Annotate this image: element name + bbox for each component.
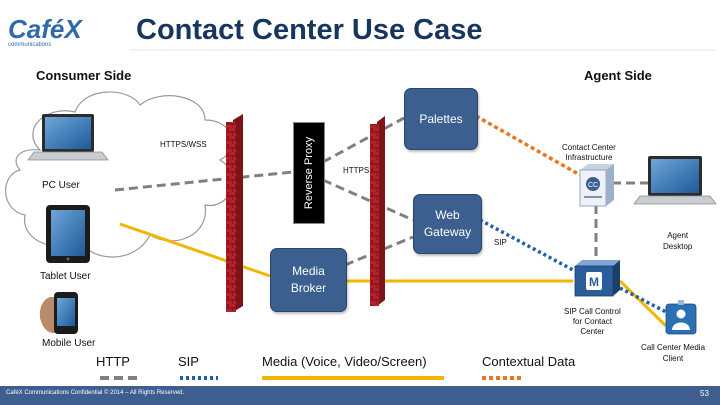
agent-side-heading: Agent Side [584, 68, 652, 83]
media-link-tablet-to-broker [119, 222, 271, 278]
cc-infra-line1: Contact Center [562, 143, 616, 152]
firewall-2-icon [370, 116, 385, 306]
http-link-proxy-to-palettes [322, 116, 405, 164]
sip-cc-line2: for Contact [572, 317, 612, 326]
contextual-link-palettes-to-infra [475, 114, 581, 177]
legend-sip-label: SIP [178, 354, 199, 369]
sip-cc-line1: SIP Call Control [564, 307, 621, 316]
sip-cc-line3: Center [580, 327, 605, 336]
media-broker-label-line1: Media [292, 264, 325, 278]
call-center-media-client-icon [665, 300, 697, 335]
mobile-user-icon [39, 292, 78, 334]
cc-infra-line2: Infrastructure [565, 153, 613, 162]
media-client-line2: Client [662, 354, 684, 363]
tablet-user-label: Tablet User [40, 271, 91, 282]
legend-media-label: Media (Voice, Video/Screen) [262, 354, 427, 369]
agent-desktop-line2: Desktop [663, 242, 693, 251]
agent-desktop-label: Agent Desktop [663, 230, 692, 252]
http-link-pc-to-proxy [114, 170, 294, 192]
https-wss-label: HTTPS/WSS [160, 140, 207, 149]
consumer-cloud-icon [5, 91, 234, 258]
media-link-sipcc-to-client [618, 279, 668, 328]
web-gateway-node: Web Gateway [413, 194, 482, 254]
palettes-label: Palettes [419, 111, 463, 126]
slide-title: Contact Center Use Case [136, 14, 483, 46]
sip-call-control-label: SIP Call Control for Contact Center [564, 307, 621, 337]
http-link-proxy-to-gateway [322, 178, 414, 222]
svg-text:CC: CC [588, 182, 598, 189]
https-label: HTTPS [343, 166, 370, 175]
legend-contextual-label: Contextual Data [482, 354, 576, 369]
consumer-side-heading: Consumer Side [36, 68, 132, 83]
cafex-logo: CaféX [8, 14, 82, 44]
contact-center-infrastructure-label: Contact Center Infrastructure [562, 143, 616, 163]
contact-center-infrastructure-icon: CC [579, 164, 614, 207]
agent-desktop-laptop-icon [633, 156, 717, 205]
palettes-node: Palettes [404, 88, 478, 150]
sip-links [479, 218, 667, 314]
agent-desktop-line1: Agent [667, 231, 689, 240]
svg-text:M: M [589, 275, 599, 289]
media-client-line1: Call Center Media [641, 343, 706, 352]
reverse-proxy-node: Reverse Proxy [293, 122, 325, 224]
page-number: 53 [700, 389, 709, 398]
sip-link-label: SIP [494, 238, 507, 247]
cafex-logo-subtitle: communications [8, 42, 52, 48]
mobile-user-label: Mobile User [42, 338, 96, 349]
sip-link-sipcc-to-client [619, 286, 667, 314]
footer-confidential: CaféX Communications Confidential © 2014… [6, 390, 185, 396]
web-gateway-label-line1: Web [435, 208, 460, 222]
pc-user-label: PC User [42, 180, 80, 191]
media-broker-node: Media Broker [270, 248, 347, 312]
pc-user-laptop-icon [27, 114, 109, 161]
reverse-proxy-label: Reverse Proxy [303, 136, 315, 210]
legend-http-label: HTTP [96, 354, 130, 369]
footer-bar [0, 386, 720, 405]
firewall-1-icon [226, 114, 243, 312]
tablet-user-icon [46, 205, 90, 263]
media-broker-label-line2: Broker [290, 281, 327, 295]
sip-call-control-icon: M [574, 260, 620, 297]
call-center-media-client-label: Call Center Media Client [641, 342, 705, 364]
web-gateway-label-line2: Gateway [423, 225, 472, 239]
